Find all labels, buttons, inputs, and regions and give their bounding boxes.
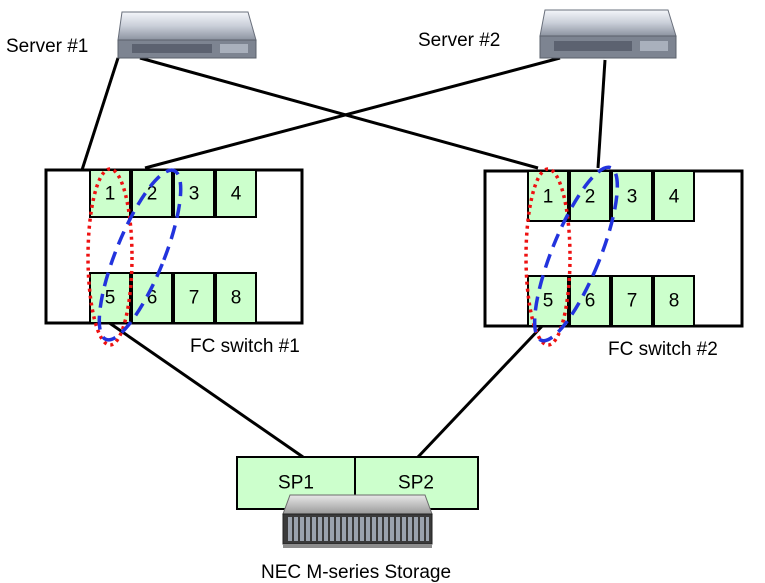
switch-2-port-label: 8 [669, 291, 680, 312]
fc-switch-1: 1 2 3 4 5 6 7 8 FC switch #1 [44, 167, 304, 357]
switch-2-port [527, 275, 569, 327]
switch-1-port [131, 272, 173, 324]
storage-icon [282, 494, 433, 548]
connections [80, 56, 607, 459]
storage: SP1 SP2 NEC M-series Storage [236, 456, 479, 583]
switch-2-ports: 1 2 3 4 5 6 7 8 [527, 170, 695, 327]
storage-label: NEC M-series Storage [261, 562, 451, 583]
switch-1-port-label: 4 [231, 184, 242, 205]
link-server2-switch1 [144, 56, 561, 170]
switch-2-label: FC switch #2 [608, 339, 718, 360]
fc-switch-2: 1 2 3 4 5 6 7 8 FC switch #2 [483, 165, 744, 360]
switch-2-port [653, 275, 695, 327]
zone-red-outline [86, 167, 134, 347]
server-2-label: Server #2 [418, 30, 500, 51]
switch-1-label: FC switch #1 [190, 336, 300, 357]
switch-1-port-label: 3 [189, 184, 200, 205]
switch-1-port [89, 169, 131, 218]
switch-1-port-label: 1 [105, 184, 116, 205]
switch-1-port-label: 5 [105, 288, 116, 309]
switch-1-port-label: 7 [189, 288, 200, 309]
link-switch2-sp2 [416, 321, 547, 459]
zone-blue-outline [532, 165, 620, 343]
server-icon [539, 9, 677, 59]
switch-1-port [215, 272, 257, 324]
server-1: Server #1 [6, 11, 257, 59]
switch-2-port-label: 3 [627, 187, 638, 208]
switch-1-port [173, 272, 215, 324]
link-switch1-sp1 [107, 320, 304, 459]
switch-2-port [527, 170, 569, 222]
switch-1-port [215, 169, 257, 218]
switch-2-port [653, 170, 695, 222]
switch-1-port-label: 2 [147, 184, 158, 205]
server-2: Server #2 [418, 9, 677, 59]
switch-2-port-label: 2 [585, 187, 596, 208]
switch-2-port-label: 7 [627, 291, 638, 312]
switch-1-ports: 1 2 3 4 5 6 7 8 [89, 169, 257, 324]
server-icon [117, 11, 257, 59]
zone-red-outline [524, 167, 572, 347]
switch-2-port-label: 4 [669, 187, 680, 208]
link-server1-switch2 [139, 56, 539, 170]
storage-sp2-label: SP2 [398, 473, 434, 494]
switch-1-port-label: 8 [231, 288, 242, 309]
switch-1-port [131, 169, 173, 218]
switch-2-port [611, 275, 653, 327]
switch-2-port-label: 5 [543, 291, 554, 312]
switch-2-port-label: 6 [585, 291, 596, 312]
server-1-label: Server #1 [6, 36, 88, 57]
switch-1-port [89, 272, 131, 324]
switch-2-port-label: 1 [543, 187, 554, 208]
switch-1-port-label: 6 [147, 288, 158, 309]
storage-sp1-label: SP1 [278, 473, 314, 494]
link-server2-switch2 [596, 59, 607, 169]
link-server1-switch1 [80, 57, 120, 171]
zone-blue-outline [97, 168, 183, 342]
